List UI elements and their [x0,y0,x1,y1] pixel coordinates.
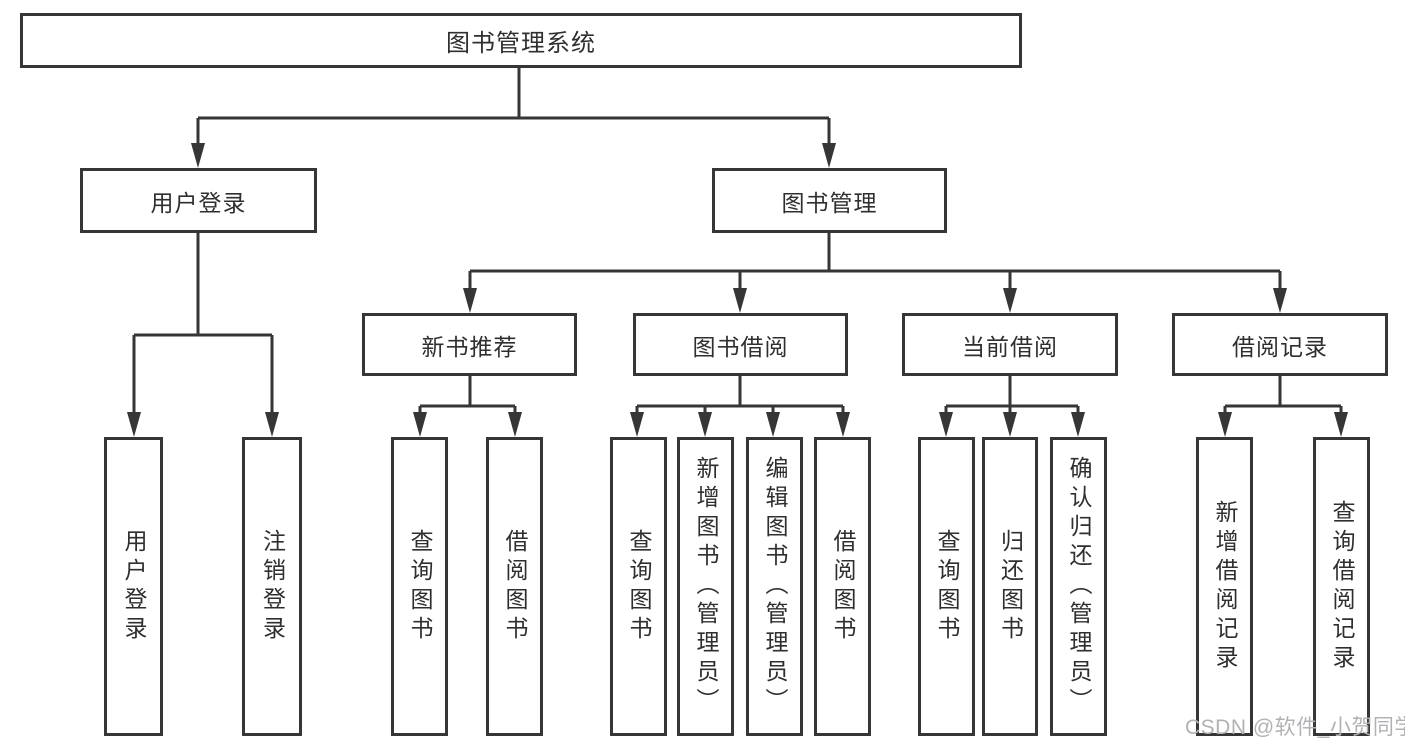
node-new-book-recommend: 新书推荐 [362,313,577,376]
leaf-query-books-current: 查询图书 [918,437,975,736]
leaf-edit-books-admin: 编辑图书（管理员） [746,437,803,736]
leaf-borrow-books-borrow: 借阅图书 [814,437,871,736]
leaf-query-books-borrow: 查询图书 [610,437,667,736]
leaf-label: 编辑图书（管理员） [762,456,788,717]
node-current-borrow: 当前借阅 [902,313,1118,376]
leaf-borrow-books-recommend: 借阅图书 [486,437,543,736]
node-root-title: 图书管理系统 [20,13,1022,68]
leaf-label: 借阅图书 [502,528,528,645]
leaf-label: 查询借阅记录 [1329,499,1355,674]
leaf-return-books: 归还图书 [982,437,1038,736]
leaf-label: 注销登录 [259,528,286,645]
leaf-add-books-admin: 新增图书（管理员） [677,437,734,736]
leaf-query-books-recommend: 查询图书 [391,437,448,736]
leaf-label: 归还图书 [997,528,1024,645]
leaf-label: 查询图书 [934,528,960,645]
leaf-logout: 注销登录 [242,437,302,736]
leaf-label: 新增图书（管理员） [693,456,719,717]
csdn-watermark: CSDN @软件_小贺同学 [1185,716,1405,739]
leaf-label: 新增借阅记录 [1212,499,1238,674]
node-user-login: 用户登录 [80,168,317,233]
leaf-label: 借阅图书 [830,528,856,645]
leaf-query-borrow-record: 查询借阅记录 [1313,437,1370,736]
node-borrow-records: 借阅记录 [1172,313,1388,376]
leaf-add-borrow-record: 新增借阅记录 [1196,437,1253,736]
leaf-label: 用户登录 [121,528,147,645]
leaf-label: 查询图书 [407,528,433,645]
leaf-label: 确认归还（管理员） [1066,456,1092,717]
node-book-borrow: 图书借阅 [633,313,848,376]
leaf-label: 查询图书 [626,528,652,645]
node-book-management: 图书管理 [712,168,947,233]
leaf-user-login: 用户登录 [104,437,163,736]
leaf-confirm-return-admin: 确认归还（管理员） [1050,437,1107,736]
